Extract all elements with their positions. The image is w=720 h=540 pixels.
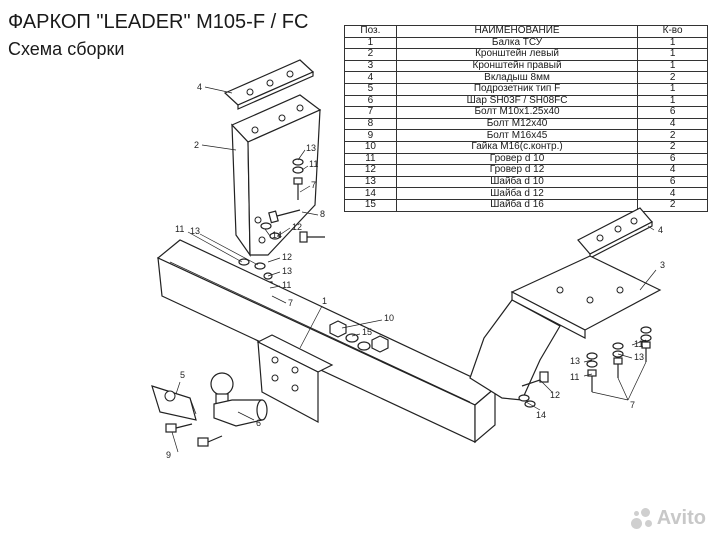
callout-7-right: 7 [630, 400, 635, 410]
callout-8: 8 [320, 209, 325, 219]
cell-qty: 2 [637, 129, 708, 142]
cell-name: Шайба d 16 [395, 198, 639, 212]
cell-name: Болт M16x45 [395, 129, 639, 142]
callout-2: 2 [194, 140, 199, 150]
cell-name: Гровер d 12 [395, 164, 639, 177]
cell-pos: 11 [344, 152, 397, 166]
cell-qty: 1 [637, 36, 708, 50]
callout-13-left-mid: 13 [190, 226, 200, 236]
header-pos: Поз. [344, 25, 397, 38]
cell-qty: 2 [637, 198, 708, 212]
diagram-title: ФАРКОП "LEADER" М105-F / FC [8, 11, 309, 33]
callout-4-right: 4 [658, 225, 663, 235]
fasteners-left [238, 158, 325, 300]
right-bracket [469, 255, 662, 401]
cell-name: Болт M12x40 [395, 117, 639, 131]
cell-qty: 6 [637, 152, 708, 166]
callout-13-left-top: 13 [306, 143, 316, 153]
cell-name: Шайба d 10 [395, 175, 639, 189]
bolts-m16 [165, 423, 223, 447]
cell-pos: 9 [344, 129, 397, 142]
cell-name: Гровер d 10 [395, 152, 639, 166]
cell-name: Шайба d 12 [395, 187, 639, 200]
callout-7-left-low: 7 [288, 298, 293, 308]
callout-14-left: 14 [272, 230, 282, 240]
avito-watermark: Avito [630, 507, 706, 530]
callout-5: 5 [180, 370, 185, 380]
callout-14-right: 14 [536, 410, 546, 420]
cell-pos: 10 [344, 140, 397, 154]
cell-qty: 4 [637, 117, 708, 131]
cell-qty: 6 [637, 175, 708, 189]
callout-1: 1 [322, 296, 327, 306]
header-qty: К-во [637, 25, 708, 38]
cell-qty: 2 [637, 140, 708, 154]
main-beam [156, 239, 497, 444]
callout-11-right-top: 11 [634, 339, 643, 349]
header-name: НАИМЕНОВАНИЕ [395, 25, 639, 38]
cell-name: Гайка M16(с.контр.) [395, 140, 639, 154]
cell-name: Балка ТСУ [395, 36, 639, 50]
callout-3: 3 [660, 260, 665, 270]
cell-qty: 4 [637, 187, 708, 200]
table-header-row: Поз. НАИМЕНОВАНИЕ К-во [344, 25, 708, 38]
avito-logo-icon [630, 507, 653, 530]
left-bracket [230, 94, 322, 257]
callout-9: 9 [166, 450, 171, 460]
ball-mount-plate [256, 334, 334, 424]
callout-13-left-low: 13 [282, 266, 292, 276]
diagram-subtitle: Схема сборки [8, 39, 125, 59]
cell-name: Кронштейн левый [395, 48, 639, 61]
callout-13-right-top: 13 [634, 352, 644, 362]
callout-15: 15 [362, 327, 372, 337]
callout-12-left-top: 12 [292, 222, 302, 232]
spacer-plate-left [223, 59, 315, 110]
callout-11-left-top: 11 [309, 159, 318, 169]
watermark-text: Avito [656, 507, 706, 529]
cell-qty: 1 [637, 48, 708, 61]
socket-bracket [151, 385, 197, 421]
callout-13-right-low: 13 [570, 356, 580, 366]
fasteners-right [518, 326, 652, 408]
callout-12-right: 12 [550, 390, 560, 400]
callout-12-left-mid: 12 [282, 252, 292, 262]
spacer-plate-right [577, 207, 653, 259]
nuts-washers-center [329, 320, 389, 353]
callout-labels: 4 2 13 11 7 8 12 14 11 13 12 13 11 7 1 1… [166, 82, 665, 460]
callout-11-left-mid: 11 [175, 224, 184, 234]
callout-7-left-top: 7 [311, 180, 316, 190]
tow-ball [210, 372, 268, 427]
leader-lines [171, 86, 657, 453]
callout-11-left-low: 11 [282, 280, 291, 290]
callout-10: 10 [384, 313, 394, 323]
cell-pos: 2 [344, 48, 397, 61]
callout-11-right-low: 11 [570, 372, 579, 382]
cell-qty: 4 [637, 164, 708, 177]
callout-6: 6 [256, 418, 261, 428]
callout-4-left: 4 [197, 82, 202, 92]
